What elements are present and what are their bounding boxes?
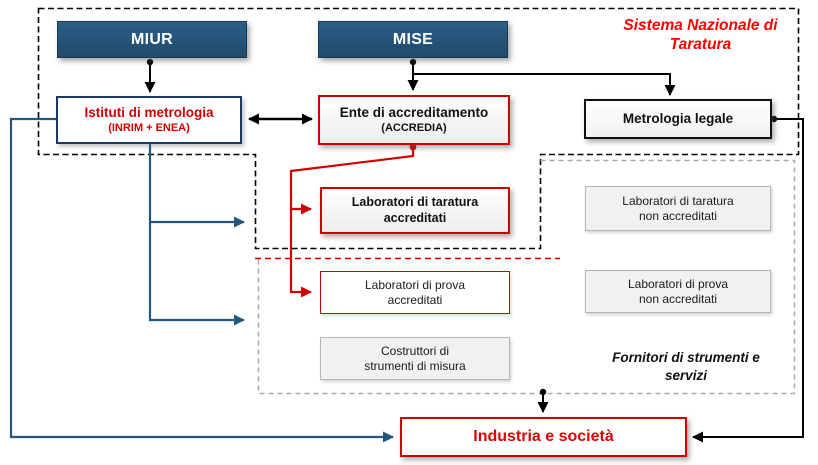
fornitori-line2: servizi bbox=[664, 367, 708, 383]
lab-taratura-non-accreditati-box: Laboratori di taratura non accreditati bbox=[585, 186, 771, 231]
lab-taratura-accreditati-line2: accreditati bbox=[383, 210, 447, 225]
lab-prova-accreditati-box: Laboratori di prova accreditati bbox=[320, 271, 510, 314]
ente-accreditamento-box: Ente di accreditamento (ACCREDIA) bbox=[318, 95, 510, 145]
industria-societa-label: Industria e società bbox=[473, 428, 614, 445]
diagram-title-line1: Sistema Nazionale di bbox=[623, 17, 778, 34]
metrologia-legale-box: Metrologia legale bbox=[584, 99, 772, 139]
miur-label: MIUR bbox=[130, 30, 174, 48]
costruttori-box: Costruttori di strumenti di misura bbox=[320, 337, 510, 380]
lab-taratura-non-accreditati-line1: Laboratori di taratura bbox=[622, 193, 734, 208]
lab-prova-non-accreditati-box: Laboratori di prova non accreditati bbox=[585, 270, 771, 313]
mise-box: MISE bbox=[318, 21, 508, 58]
fornitori-boundary bbox=[257, 159, 796, 395]
lab-prova-non-accreditati-line1: Laboratori di prova bbox=[627, 276, 729, 291]
metrologia-legale-label: Metrologia legale bbox=[622, 110, 734, 126]
lab-prova-accreditati-line2: accreditati bbox=[387, 292, 443, 307]
lab-taratura-non-accreditati-line2: non accreditati bbox=[638, 208, 718, 223]
lab-prova-accreditati-line1: Laboratori di prova bbox=[364, 277, 466, 292]
istituti-metrologia-box: Istituti di metrologia (INRIM + ENEA) bbox=[56, 96, 242, 144]
mise-label: MISE bbox=[392, 30, 434, 48]
industria-societa-box: Industria e società bbox=[400, 417, 687, 457]
diagram-title: Sistema Nazionale di Taratura bbox=[598, 16, 803, 55]
ente-line2: (ACCREDIA) bbox=[381, 121, 447, 134]
fornitori-line1: Fornitori di strumenti e bbox=[612, 350, 760, 365]
istituti-line1: Istituti di metrologia bbox=[84, 104, 214, 120]
mise-to-metrologia-arrow bbox=[413, 73, 676, 96]
ente-to-prova-accreditati-arrow bbox=[289, 147, 415, 298]
costruttori-line2: strumenti di misura bbox=[364, 358, 466, 373]
costruttori-line1: Costruttori di bbox=[380, 343, 450, 358]
lab-taratura-accreditati-line1: Laboratori di taratura bbox=[351, 194, 479, 209]
istituti-to-industria-arrow bbox=[9, 117, 394, 443]
fornitori-label: Fornitori di strumenti e servizi bbox=[588, 349, 784, 384]
metrologia-to-industria-arrow bbox=[692, 118, 804, 443]
sistema-taratura-boundary bbox=[37, 7, 800, 250]
istituti-line2: (INRIM + ENEA) bbox=[108, 121, 190, 134]
lab-taratura-accreditati-box: Laboratori di taratura accreditati bbox=[320, 187, 510, 234]
ente-line1: Ente di accreditamento bbox=[339, 104, 489, 120]
istituti-branch-lower-arrow bbox=[148, 144, 245, 326]
diagram-title-line2: Taratura bbox=[669, 36, 732, 54]
miur-box: MIUR bbox=[57, 21, 247, 58]
lab-prova-non-accreditati-line2: non accreditati bbox=[638, 291, 718, 306]
